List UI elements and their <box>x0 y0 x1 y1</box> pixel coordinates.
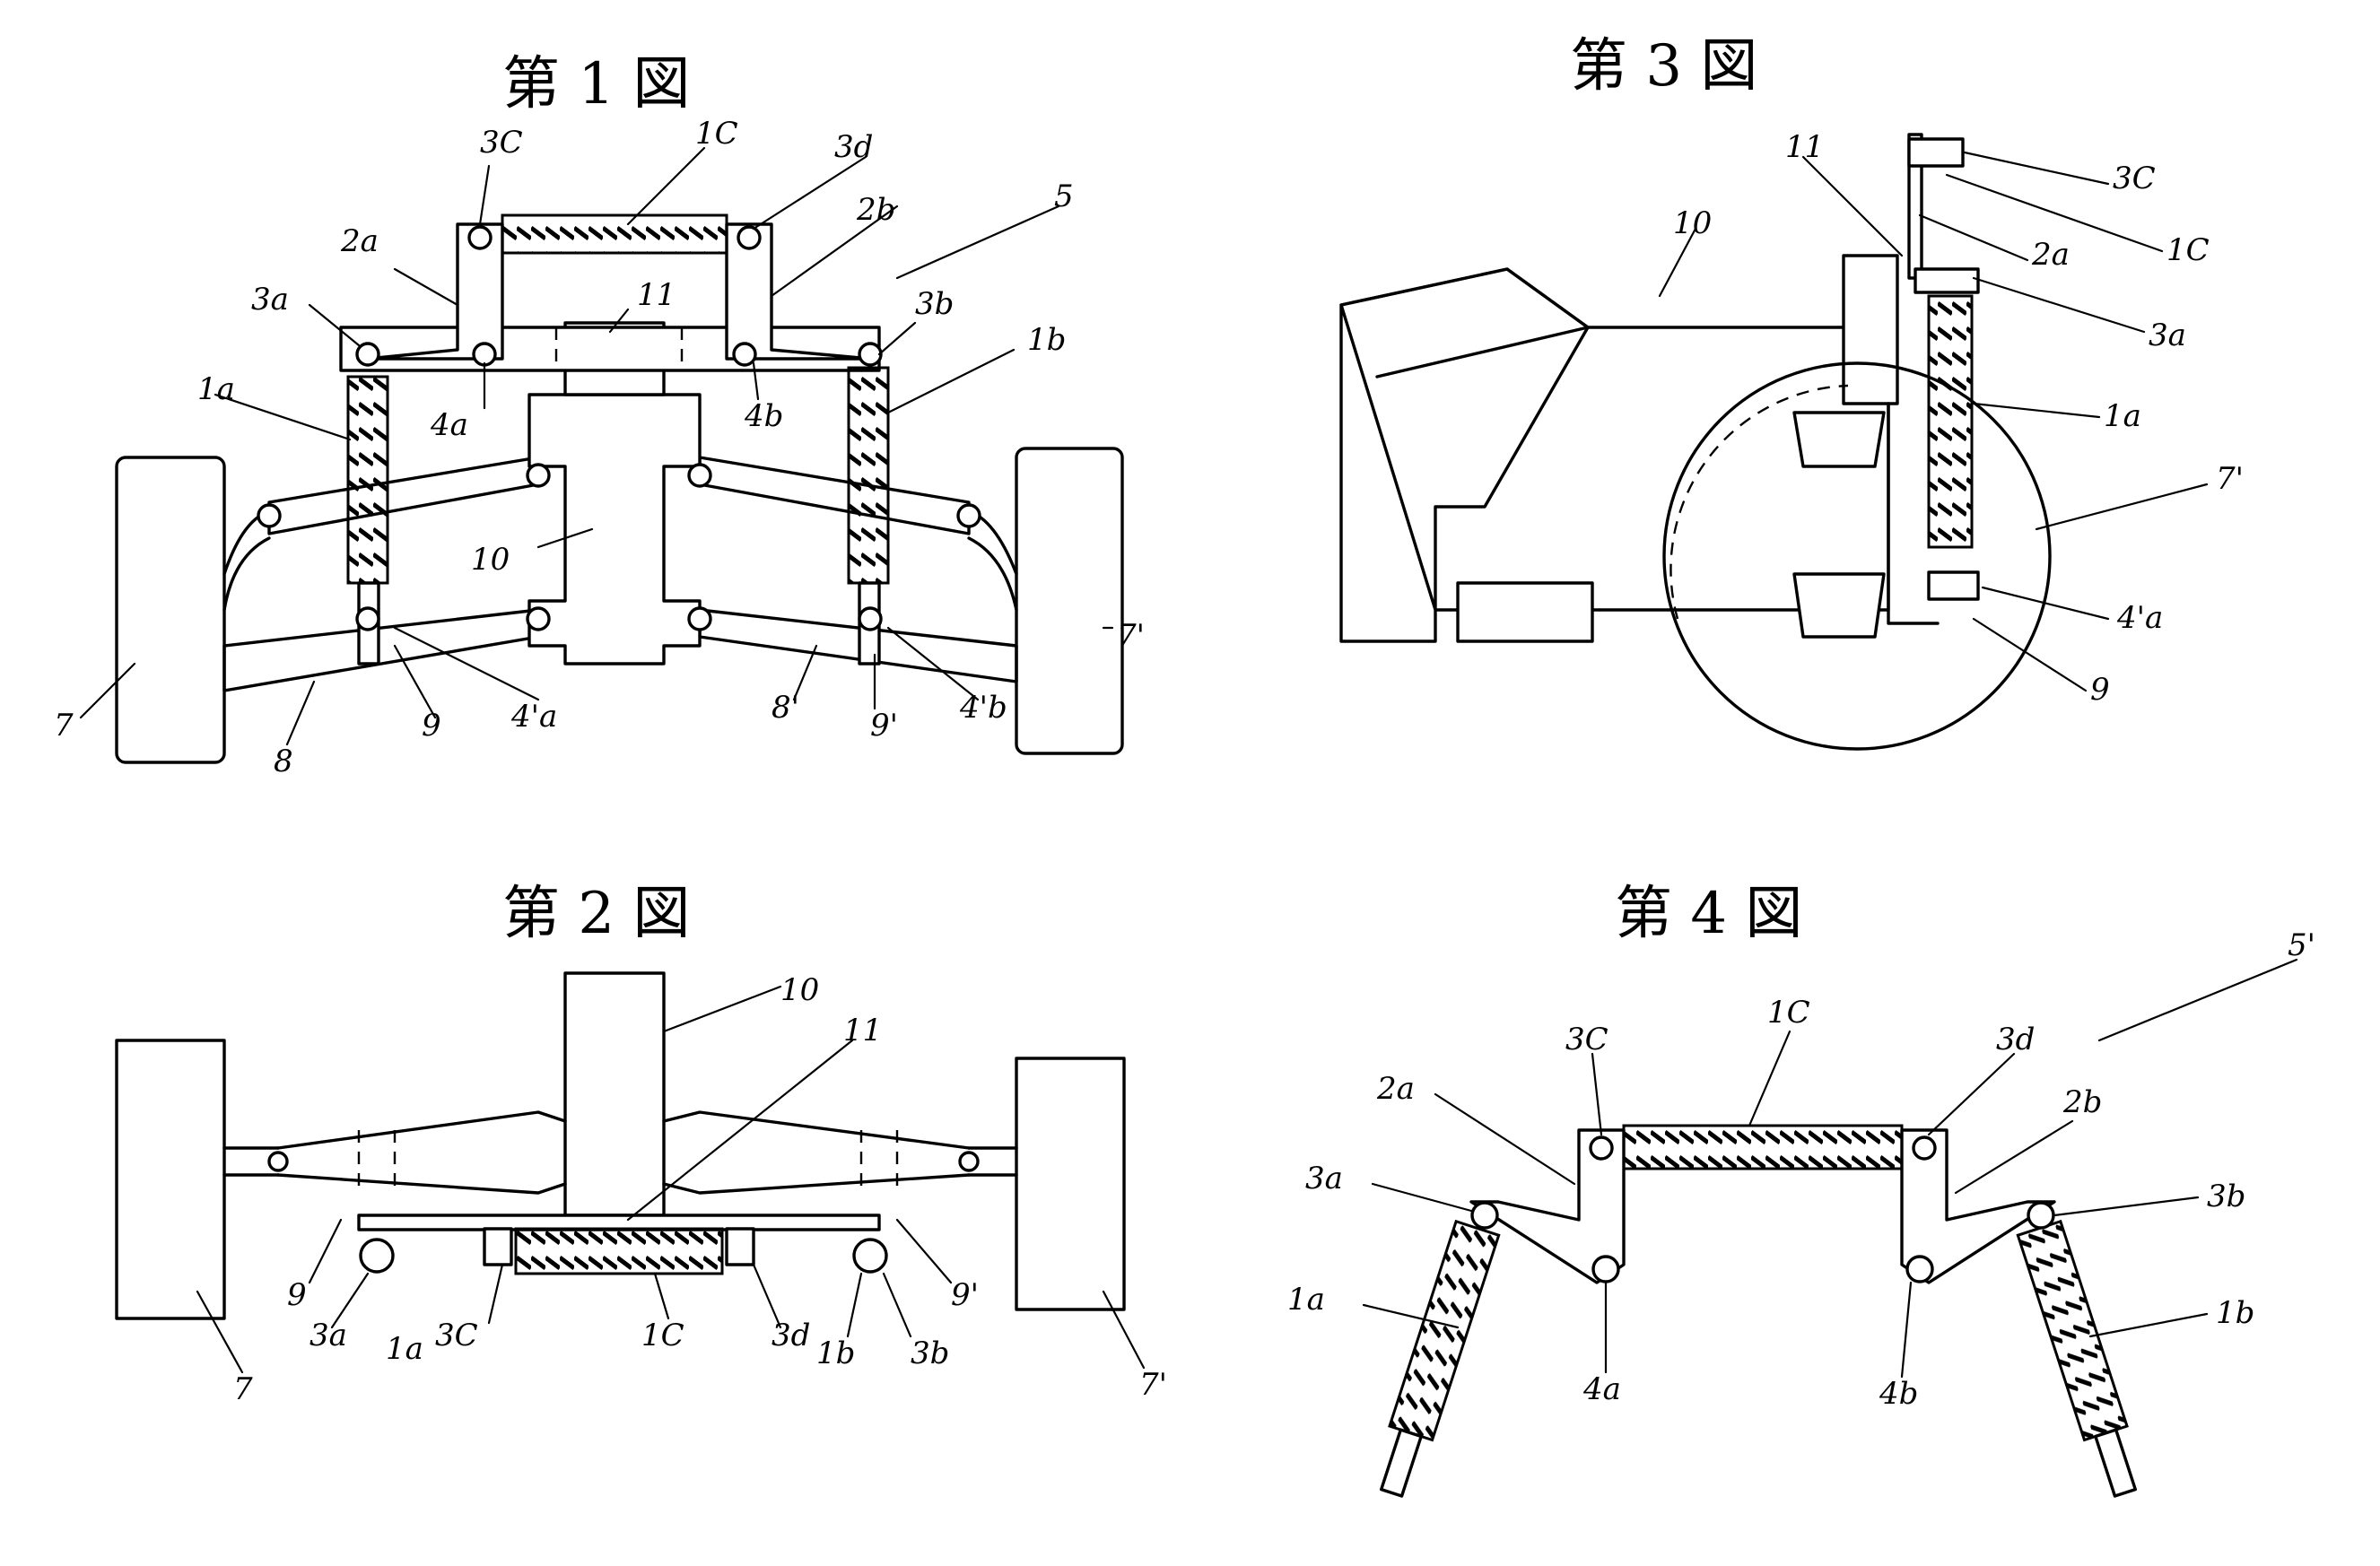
label-fig1-labels-l4pb: 4'b <box>959 690 1007 726</box>
pillar-11-fig3 <box>1844 256 1897 404</box>
label-fig1-labels-l1b: 1b <box>1027 322 1066 358</box>
pivot-4pa-fig3 <box>1929 572 1978 599</box>
label-fig4-labels-l3b: 3b <box>2207 1179 2245 1214</box>
upper-arm-right <box>700 457 969 534</box>
arm-9-prime-fig2 <box>664 1112 969 1193</box>
window-fig3 <box>1458 583 1592 641</box>
label-fig3-labels-l7p: 7' <box>2216 461 2244 497</box>
figure-4: 第 4 図 5' 3C 1C 3d 2a 2b 3a 3b 1a <box>1287 881 2315 1500</box>
label-fig2-labels-l7p: 7' <box>1139 1367 1167 1403</box>
figure-3: 第 3 図 11 10 3C 1C 2a 3a 1a 7' 4'a 9 <box>1341 33 2244 749</box>
label-fig2-labels-l3a: 3a <box>309 1318 347 1353</box>
label-fig1-labels-l9: 9 <box>422 708 441 744</box>
label-fig2-labels-l11: 11 <box>843 1013 882 1048</box>
wheel-7 <box>117 457 224 762</box>
label-fig2-labels-l3c: 3C <box>435 1318 478 1353</box>
wheel-7-fig2 <box>117 1040 224 1318</box>
label-fig1-labels-l3a: 3a <box>251 282 289 318</box>
label-fig4-labels-l1a: 1a <box>1287 1282 1325 1318</box>
label-fig3-labels-l10: 10 <box>1673 205 1712 241</box>
pivot-3a-fig3 <box>1915 269 1978 292</box>
label-fig1-labels-l5: 5 <box>1054 178 1074 214</box>
bracket-11 <box>341 327 879 370</box>
label-fig3-labels-l2a: 2a <box>2031 237 2070 273</box>
label-fig2-labels-l3b: 3b <box>911 1335 949 1371</box>
label-fig4-labels-l3c: 3C <box>1565 1022 1608 1057</box>
label-fig4-labels-l1c: 1C <box>1767 995 1810 1031</box>
spring-1a <box>348 377 388 583</box>
knuckle-right <box>969 511 1016 610</box>
figure-2-title: 第 2 図 <box>502 881 690 947</box>
upper-arm-left <box>269 457 538 534</box>
label-fig1-labels-l10: 10 <box>471 542 510 578</box>
label-fig4-labels-l4b: 4b <box>1879 1376 1918 1412</box>
label-fig1-labels-l8: 8 <box>274 744 293 779</box>
label-fig3-labels-l11: 11 <box>1785 129 1824 165</box>
spring-1c-fig2 <box>516 1229 722 1274</box>
spring-1b-fig4 <box>2018 1222 2146 1500</box>
spring-1c-fig3 <box>1909 139 1963 166</box>
label-fig1-labels-l7: 7 <box>54 708 74 744</box>
label-fig1-labels-l3d: 3d <box>834 129 873 165</box>
spring-1b <box>849 368 888 583</box>
label-fig1-labels-l4pa: 4'a <box>510 699 557 735</box>
label-fig2-labels-l3d: 3d <box>772 1318 810 1353</box>
label-fig2-labels-l1a: 1a <box>386 1331 423 1367</box>
label-fig4-labels-l3a: 3a <box>1305 1161 1343 1196</box>
label-fig1-labels-l2a: 2a <box>340 223 379 259</box>
wheel-7-prime-fig2 <box>1016 1058 1124 1309</box>
figure-3-title: 第 3 図 <box>1570 33 1757 100</box>
spring-1a-fig4 <box>1370 1222 1498 1500</box>
label-fig1-labels-l7p: 7' <box>1117 618 1145 654</box>
figure-1: 第 1 図 <box>54 51 1145 779</box>
body-10 <box>529 395 700 664</box>
label-fig1-labels-l1a: 1a <box>197 371 235 407</box>
label-fig1-labels-l2b: 2b <box>856 192 895 228</box>
label-fig1-labels-l1c: 1C <box>695 116 738 152</box>
hood-fig3 <box>1341 269 1588 377</box>
label-fig2-labels-l1b: 1b <box>816 1335 855 1371</box>
spring-1c <box>502 215 727 253</box>
figure-4-title: 第 4 図 <box>1615 881 1802 947</box>
label-fig2-labels-l7: 7 <box>233 1371 253 1407</box>
label-fig2-labels-l9: 9 <box>287 1277 307 1313</box>
figure-2: 第 2 図 10 11 9 9' 3a 1a 3C 1C 3d 1b 3 <box>117 881 1167 1407</box>
figure-1-title: 第 1 図 <box>502 51 690 117</box>
lower-arm-8 <box>224 610 538 691</box>
label-fig4-labels-l3d: 3d <box>1996 1022 2035 1057</box>
label-fig3-labels-l9: 9 <box>2090 672 2110 708</box>
label-fig3-labels-l3a: 3a <box>2149 318 2186 353</box>
knuckle-left <box>224 511 269 610</box>
label-fig3-labels-l3c: 3C <box>2113 161 2156 196</box>
label-fig4-labels-l4a: 4a <box>1582 1371 1621 1407</box>
label-fig1-labels-l8p: 8' <box>772 690 799 726</box>
label-fig3-labels-l4pa: 4'a <box>2116 600 2163 636</box>
label-fig1-labels-l3b: 3b <box>915 286 954 322</box>
arm-block-lower-fig3 <box>1794 574 1884 637</box>
label-fig2-labels-l10: 10 <box>780 972 819 1008</box>
label-fig1-labels-l11: 11 <box>637 277 676 313</box>
label-fig2-labels-l1c: 1C <box>641 1318 684 1353</box>
label-fig4-labels-l2b: 2b <box>2062 1084 2102 1120</box>
spring-1a-fig3 <box>1929 296 1972 547</box>
arm-block-upper-fig3 <box>1794 413 1884 466</box>
wheel-7-prime <box>1016 448 1122 753</box>
label-fig1-labels-l3c: 3C <box>480 125 523 161</box>
label-fig4-labels-l5p: 5' <box>2288 927 2315 963</box>
arm-9-fig2 <box>278 1112 565 1193</box>
spring-1c-fig4 <box>1624 1126 1902 1169</box>
label-fig3-labels-l1c: 1C <box>2166 232 2210 268</box>
body-10-fig2 <box>565 973 664 1215</box>
label-fig2-labels-l9p: 9' <box>951 1277 979 1313</box>
label-fig4-labels-l2a: 2a <box>1376 1071 1415 1107</box>
label-fig1-labels-l4b: 4b <box>744 398 783 434</box>
label-fig4-labels-l1b: 1b <box>2216 1295 2254 1331</box>
label-fig1-labels-l9p: 9' <box>870 708 898 744</box>
label-fig3-labels-l1a: 1a <box>2104 398 2141 434</box>
label-fig1-labels-l4a: 4a <box>430 407 468 443</box>
